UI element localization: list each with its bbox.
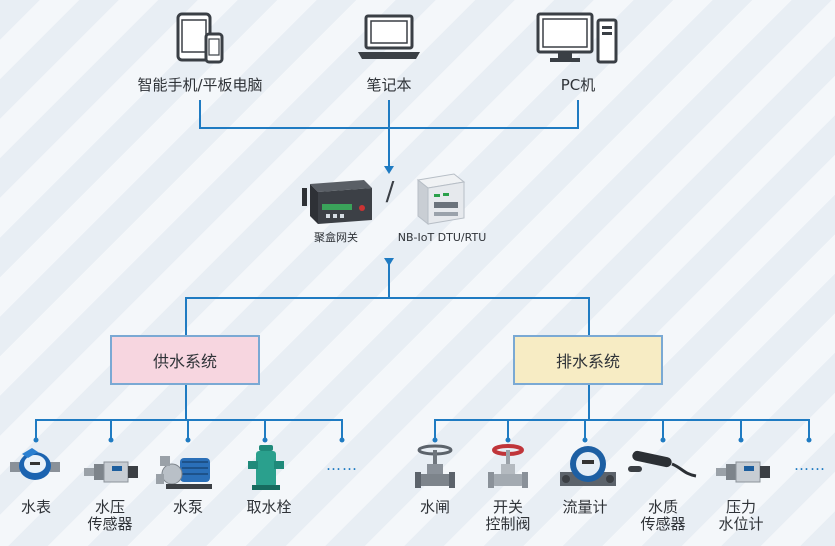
supply-device-label: 水表 bbox=[20, 498, 51, 516]
top-device-label: 笔记本 bbox=[366, 76, 412, 94]
drain-device-label: 压力 水位计 bbox=[718, 498, 764, 534]
water-pump-icon bbox=[156, 456, 212, 489]
gateway-label: NB-IoT DTU/RTU bbox=[397, 231, 487, 244]
water-quality-sensor-icon bbox=[628, 450, 697, 478]
pressure-level-meter-icon bbox=[716, 461, 770, 483]
more-devices-ellipsis: …… bbox=[794, 456, 826, 474]
drain-device-label: 流量计 bbox=[562, 498, 608, 516]
gateway-label: 聚盒网关 bbox=[314, 231, 358, 244]
supply-device-label: 水泵 bbox=[172, 498, 203, 516]
top-device-label: PC机 bbox=[560, 76, 596, 94]
hydrant-icon bbox=[248, 445, 284, 490]
pressure-sensor-icon bbox=[84, 461, 138, 483]
desktop-pc-icon bbox=[536, 12, 618, 64]
supply-device-label: 水压 传感器 bbox=[87, 498, 133, 534]
control-valve-icon bbox=[488, 444, 528, 488]
supply-system-box: 供水系统 bbox=[110, 335, 260, 385]
gateway-box-icon bbox=[302, 180, 372, 224]
laptop-icon bbox=[358, 14, 420, 59]
drain-device-label: 水质 传感器 bbox=[640, 498, 686, 534]
supply-system-label: 供水系统 bbox=[152, 352, 217, 371]
drain-device-label: 开关 控制阀 bbox=[485, 498, 531, 534]
flow-meter-icon bbox=[560, 446, 616, 486]
gateway-separator: / bbox=[385, 177, 395, 207]
drain-system-box: 排水系统 bbox=[513, 335, 663, 385]
drain-device-label: 水闸 bbox=[419, 498, 450, 516]
dtu-rtu-icon bbox=[416, 173, 466, 226]
gate-valve-icon bbox=[415, 444, 455, 488]
drain-system-label: 排水系统 bbox=[555, 352, 620, 371]
tablet-phone-icon bbox=[176, 12, 224, 64]
supply-device-label: 取水栓 bbox=[246, 498, 292, 516]
more-devices-ellipsis: …… bbox=[326, 456, 358, 474]
top-device-label: 智能手机/平板电脑 bbox=[137, 76, 263, 94]
water-meter-icon bbox=[10, 448, 60, 480]
